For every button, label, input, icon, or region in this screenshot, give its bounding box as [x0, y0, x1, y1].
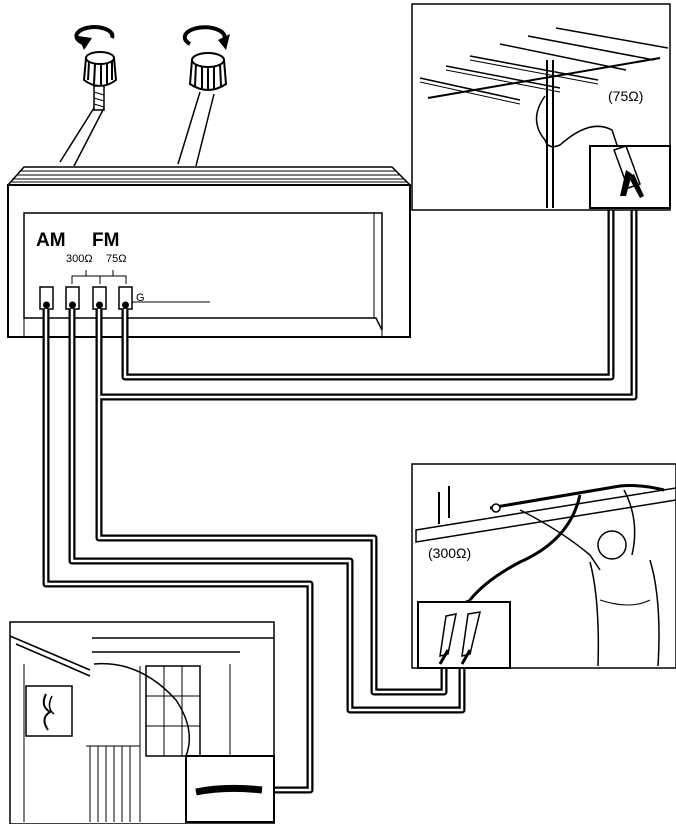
- am-terminal: [40, 287, 53, 309]
- fm-75-antenna-panel: (75Ω): [412, 4, 670, 210]
- fm-75-impedance-label: (75Ω): [608, 88, 643, 104]
- receiver-rear-panel: AM FM 300Ω 75Ω G: [8, 167, 410, 337]
- am-label: AM: [36, 230, 66, 251]
- knob-left-loosen: [60, 27, 116, 166]
- fm-300-75-shared-terminal: [93, 287, 106, 309]
- fm-label: FM: [92, 230, 119, 251]
- fm-300-terminal-a: [66, 287, 79, 309]
- fm-75-ground-terminal: [119, 287, 132, 309]
- fm-300-label: 300Ω: [66, 253, 93, 265]
- fm-300-impedance-label: (300Ω): [428, 545, 471, 561]
- fm-75-label: 75Ω: [106, 253, 126, 265]
- fm-300-antenna-panel: (300Ω): [412, 464, 676, 668]
- knob-right-tighten: [178, 27, 230, 166]
- am-antenna-panel: [10, 622, 274, 824]
